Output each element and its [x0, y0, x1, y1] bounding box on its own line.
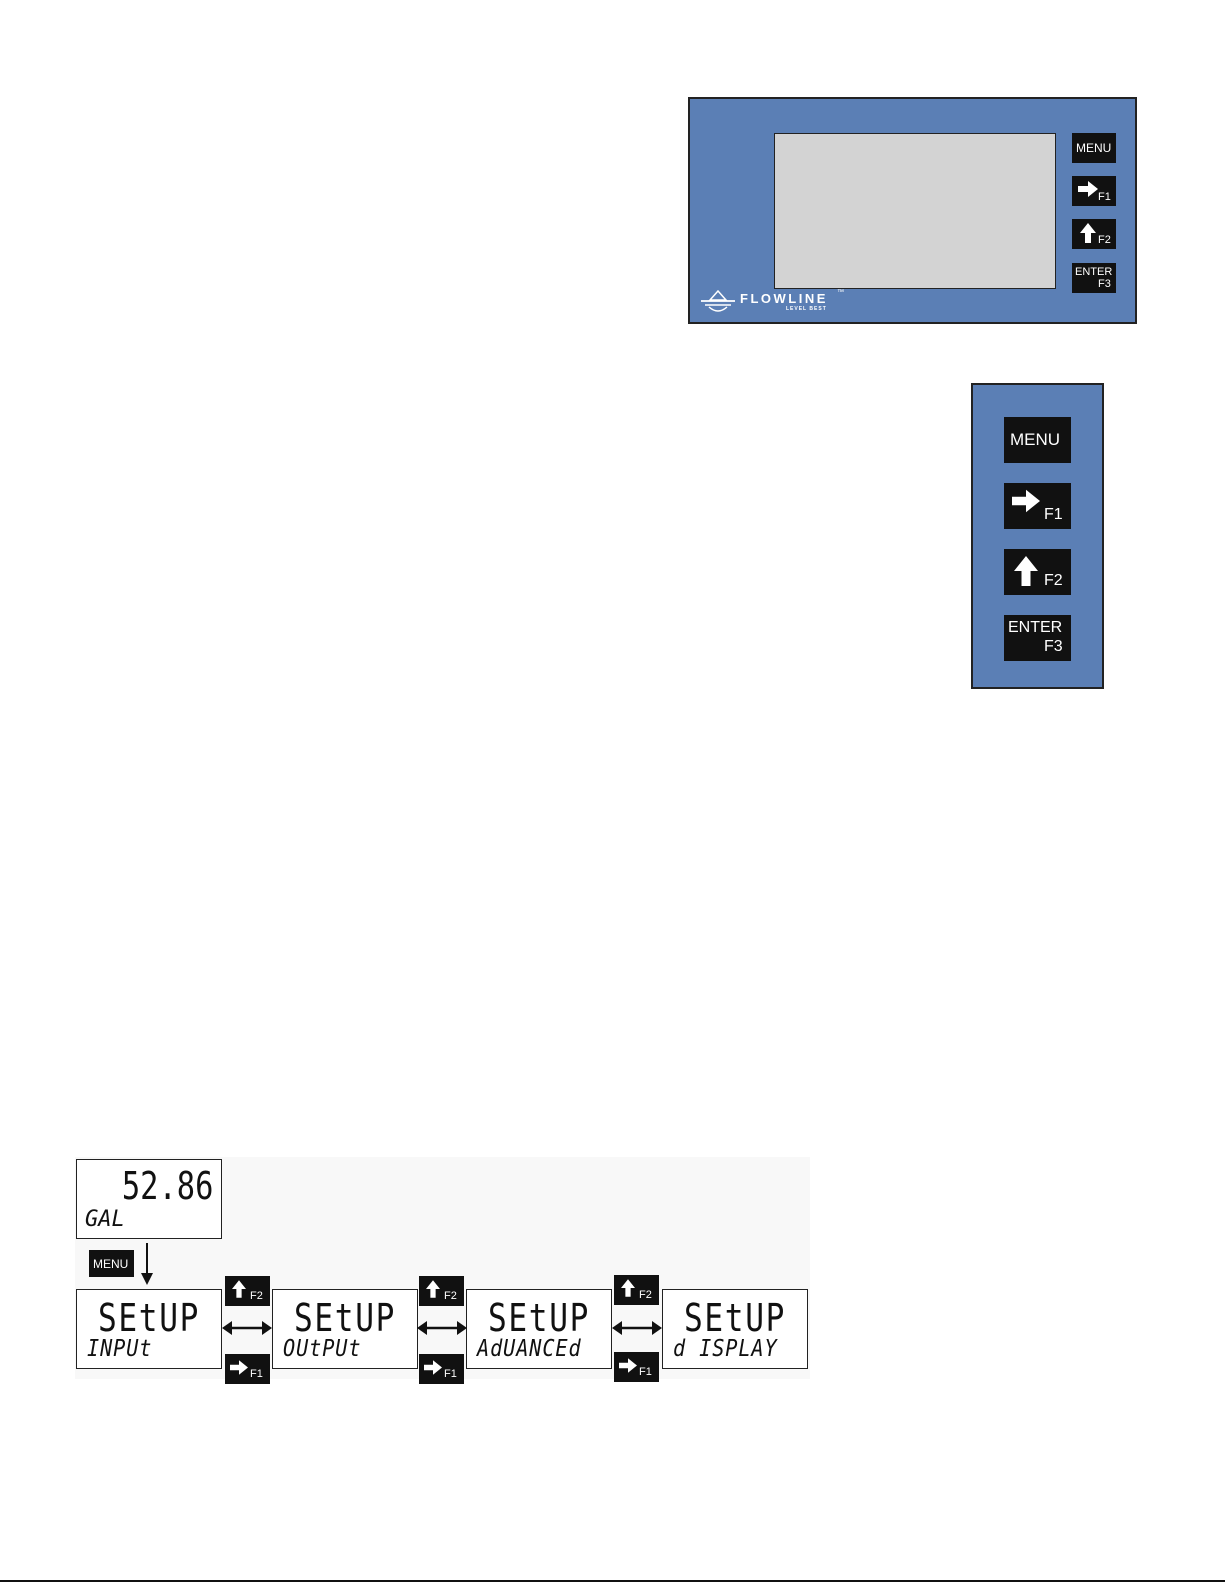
setup-input-screen: SEtUP INPUt	[76, 1289, 222, 1369]
setup-output-screen: SEtUP OUtPUt	[272, 1289, 418, 1369]
right-arrow-icon	[1078, 181, 1098, 197]
keypad-detail-panel: MENU F1 F2 ENTER F3	[971, 383, 1104, 689]
screen-title: SEtUP	[480, 1296, 598, 1340]
f2-label: F2	[444, 1290, 457, 1302]
meter-front-panel: MENU F1 F2 ENTER F3 FLOWLINE ™ LEVEL BES…	[688, 97, 1137, 324]
brand-name: FLOWLINE	[740, 291, 828, 306]
screen-title: SEtUP	[90, 1296, 208, 1340]
f2-label: F2	[1044, 572, 1063, 590]
flowline-logo-icon	[700, 289, 736, 315]
up-arrow-icon	[232, 1280, 246, 1298]
brand-logo: FLOWLINE ™ LEVEL BEST	[700, 289, 880, 317]
double-arrow-icon	[612, 1320, 662, 1336]
down-arrow-icon	[140, 1243, 154, 1285]
right-f1-key-small[interactable]: F1	[225, 1354, 270, 1384]
menu-button[interactable]: MENU	[1072, 133, 1116, 163]
f2-label: F2	[250, 1290, 263, 1302]
double-arrow-icon	[417, 1320, 467, 1336]
right-f1-button-large[interactable]: F1	[1004, 483, 1071, 529]
trademark-mark: ™	[837, 289, 844, 296]
setup-display-screen: SEtUP d ISPLAY	[662, 1289, 808, 1369]
f2-label: F2	[1098, 234, 1111, 246]
menu-button-label: MENU	[1010, 430, 1060, 450]
right-f1-key-small[interactable]: F1	[614, 1352, 659, 1382]
up-f2-key-small[interactable]: F2	[614, 1275, 659, 1305]
up-arrow-icon	[1014, 555, 1038, 587]
right-arrow-icon	[424, 1360, 442, 1375]
menu-button-label: MENU	[1076, 141, 1111, 155]
right-arrow-icon	[619, 1358, 637, 1373]
up-f2-button-large[interactable]: F2	[1004, 549, 1071, 595]
up-arrow-icon	[621, 1279, 635, 1297]
screen-title: SEtUP	[286, 1296, 404, 1340]
up-f2-key-small[interactable]: F2	[225, 1276, 270, 1306]
right-f1-key-small[interactable]: F1	[419, 1354, 464, 1384]
screen-subtitle: AdUANCEd	[477, 1336, 582, 1362]
f1-label: F1	[1098, 191, 1111, 203]
enter-f3-button[interactable]: ENTER F3	[1072, 263, 1116, 293]
screen-subtitle: OUtPUt	[283, 1336, 361, 1362]
f2-label: F2	[639, 1289, 652, 1301]
right-arrow-icon	[230, 1360, 248, 1375]
right-arrow-icon	[1012, 489, 1040, 513]
brand-tagline: LEVEL BEST	[786, 306, 827, 312]
page-bottom-rule	[0, 1580, 1225, 1582]
lcd-window	[774, 133, 1056, 289]
menu-key-small[interactable]: MENU	[89, 1250, 134, 1277]
display-units: GAL	[85, 1207, 125, 1232]
enter-label: ENTER	[1075, 266, 1112, 278]
right-f1-button[interactable]: F1	[1072, 176, 1116, 206]
up-f2-button[interactable]: F2	[1072, 219, 1116, 249]
f3-label: F3	[1044, 638, 1063, 656]
menu-button-large[interactable]: MENU	[1004, 417, 1071, 463]
f1-label: F1	[1044, 506, 1063, 524]
f1-label: F1	[250, 1368, 263, 1380]
up-arrow-icon	[1080, 223, 1096, 243]
f3-label: F3	[1098, 278, 1111, 290]
screen-subtitle: INPUt	[87, 1336, 152, 1362]
display-value: 52.86	[121, 1164, 213, 1208]
double-arrow-icon	[222, 1320, 272, 1336]
menu-key-label: MENU	[93, 1257, 128, 1271]
f1-label: F1	[444, 1368, 457, 1380]
setup-advanced-screen: SEtUP AdUANCEd	[466, 1289, 612, 1369]
screen-subtitle: d ISPLAY	[673, 1336, 778, 1362]
screen-title: SEtUP	[676, 1296, 794, 1340]
up-f2-key-small[interactable]: F2	[419, 1276, 464, 1306]
enter-f3-button-large[interactable]: ENTER F3	[1004, 615, 1071, 661]
f1-label: F1	[639, 1366, 652, 1378]
up-arrow-icon	[426, 1280, 440, 1298]
main-display: 52.86 GAL	[76, 1159, 222, 1239]
enter-label: ENTER	[1008, 619, 1062, 637]
